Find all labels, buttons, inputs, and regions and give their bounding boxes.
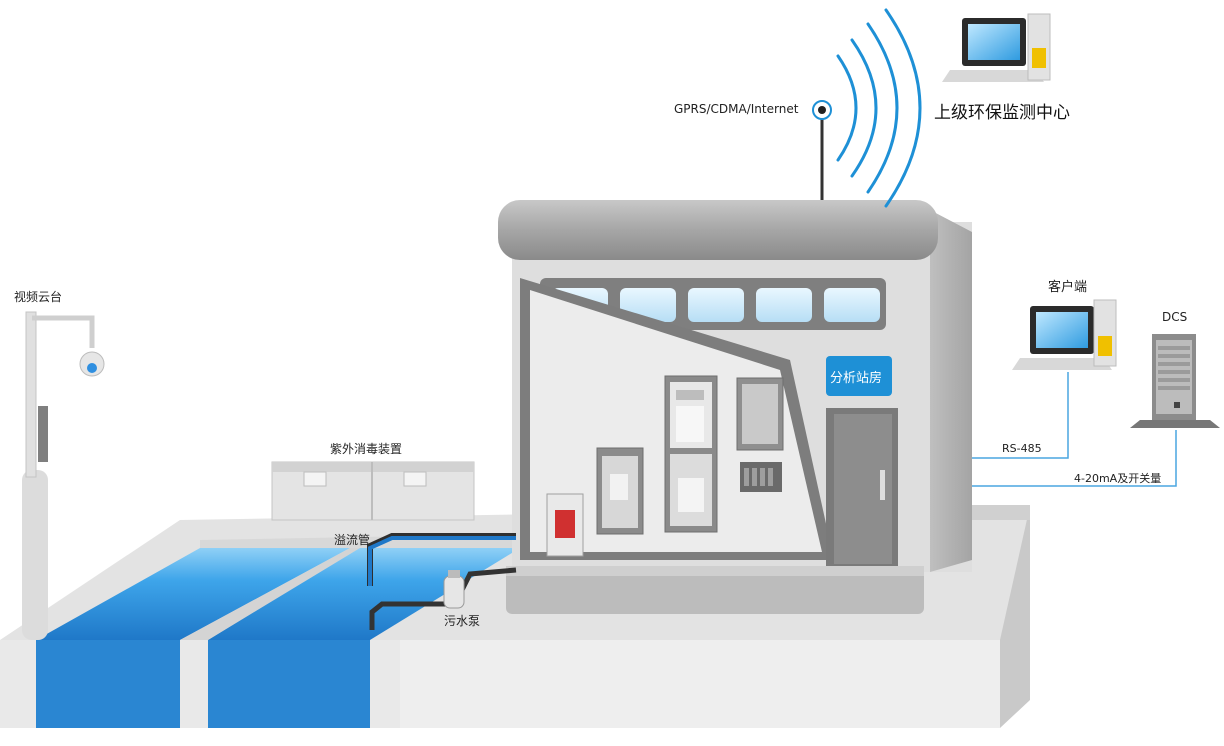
network-label: GPRS/CDMA/Internet <box>674 102 799 116</box>
uv-device-label: 紫外消毒装置 <box>330 442 403 456</box>
client-computer <box>1012 299 1117 370</box>
pipes <box>367 533 517 630</box>
upper-center-computer <box>942 13 1051 82</box>
client-label: 客户端 <box>1048 280 1088 295</box>
signal-label: 4-20mA及开关量 <box>1074 472 1162 485</box>
analyzer-cabinets <box>546 375 784 557</box>
water-tanks <box>0 534 520 728</box>
dcs-label: DCS <box>1162 310 1188 324</box>
rs485-label: RS-485 <box>1002 442 1042 455</box>
overflow-pipe-label: 溢流管 <box>334 533 371 547</box>
upper-center-label: 上级环保监测中心 <box>934 103 1070 123</box>
dcs-server <box>1130 334 1220 428</box>
uv-disinfection-device <box>271 461 475 521</box>
camera-label: 视频云台 <box>14 290 63 304</box>
station-label: 分析站房 <box>830 371 883 386</box>
pump-label: 污水泵 <box>444 614 481 628</box>
antenna <box>812 8 922 208</box>
signal-lines <box>972 372 1177 487</box>
camera-pole <box>22 311 105 640</box>
